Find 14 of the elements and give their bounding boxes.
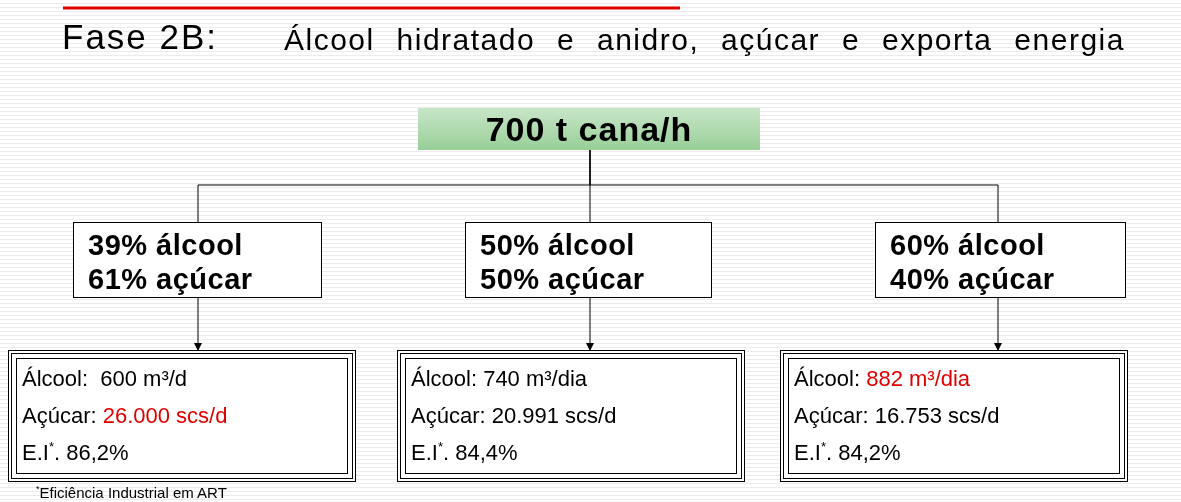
input-box: 700 t cana/h <box>418 108 760 150</box>
split-box: 39% álcool 61% açúcar <box>73 222 322 298</box>
split-box: 50% álcool 50% açúcar <box>465 222 712 298</box>
arrow <box>194 297 202 351</box>
slide-subtitle: Álcool hidratado e anidro, açúcar e exporta energia <box>284 22 1126 58</box>
arrow <box>586 297 594 351</box>
footnote: $^{*}$Eficiência Industrial em ART <box>36 484 227 501</box>
arrow <box>994 297 1002 351</box>
connector-line <box>589 149 999 223</box>
slide-title: Fase 2B: <box>62 17 219 57</box>
result-box: Álcool: 882 m³/dia Açúcar: 16.753 scs/d E.I$^{*}$. 84,2% <box>780 350 1128 482</box>
result-box: Álcool: 740 m³/dia Açúcar: 20.991 scs/d E.I$^{*}$. 84,4% <box>397 350 745 482</box>
split-box: 60% álcool 40% açúcar <box>875 222 1126 298</box>
result-box: Álcool: 600 m³/d Açúcar: 26.000 scs/d E.I$^{*}$. 86,2% <box>8 350 356 482</box>
